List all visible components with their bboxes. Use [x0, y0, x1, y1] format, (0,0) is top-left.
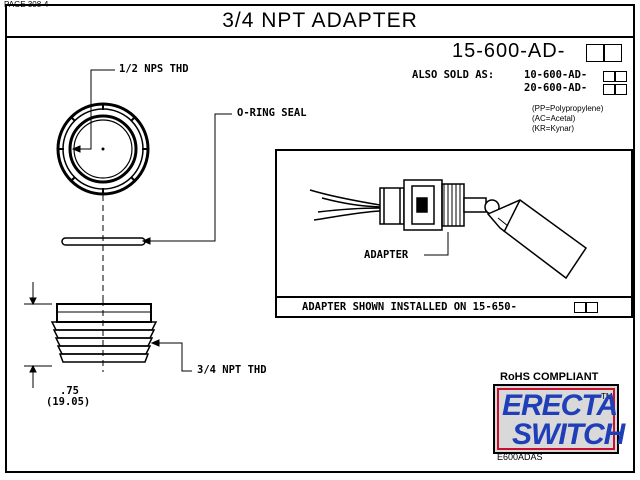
- dimension-mm: (19.05): [46, 396, 91, 408]
- installed-caption-box-a: [574, 302, 586, 313]
- adapter-side-view: [50, 300, 158, 372]
- installed-caption-frame: [275, 296, 633, 318]
- dimension-lines: [24, 282, 52, 388]
- also-sold-item-1: 10-600-AD-: [524, 69, 588, 81]
- callout-adapter: ADAPTER: [364, 249, 409, 261]
- material-legend-kr: (KR=Kynar): [532, 124, 575, 133]
- callout-npt-thread: 3/4 NPT THD: [197, 364, 267, 376]
- page-label: PAGE 308-4: [4, 0, 49, 9]
- callout-oring: O-RING SEAL: [237, 107, 307, 119]
- also-sold-item-2: 20-600-AD-: [524, 82, 588, 94]
- erecta-switch-logo: [493, 384, 619, 454]
- part-number-text: 15-600-AD-: [452, 40, 566, 62]
- page-title: 3/4 NPT ADAPTER: [222, 9, 418, 32]
- material-legend-pp: (PP=Polypropylene): [532, 104, 604, 113]
- logo-line-erecta: ERECTA: [502, 389, 618, 422]
- material-code-box-1: [586, 44, 604, 62]
- logo-code: E600ADAS: [497, 452, 543, 462]
- rohs-compliant: RoHS COMPLIANT: [500, 371, 599, 383]
- leader-lines: [71, 69, 232, 372]
- also-sold-label: ALSO SOLD AS:: [412, 69, 495, 81]
- also-sold-1-box-b: [615, 71, 627, 82]
- part-number: 15-600-AD-: [452, 40, 565, 63]
- dimension-inches: .75: [60, 385, 79, 397]
- installed-inset-frame: [275, 149, 633, 298]
- installed-caption-box-b: [586, 302, 598, 313]
- also-sold-1-box-a: [603, 71, 615, 82]
- outer-frame: [5, 4, 635, 473]
- trademark-mark: TM: [601, 392, 613, 401]
- installed-caption: ADAPTER SHOWN INSTALLED ON 15-650-: [302, 301, 517, 313]
- also-sold-2-box-a: [603, 84, 615, 95]
- callout-nps-thread: 1/2 NPS THD: [119, 63, 189, 75]
- adapter-top-view: [56, 102, 150, 196]
- logo-line-switch: SWITCH: [512, 418, 625, 451]
- material-legend-ac: (AC=Acetal): [532, 114, 576, 123]
- also-sold-2-box-b: [615, 84, 627, 95]
- material-code-box-2: [604, 44, 622, 62]
- installed-switch-illustration: [309, 179, 588, 280]
